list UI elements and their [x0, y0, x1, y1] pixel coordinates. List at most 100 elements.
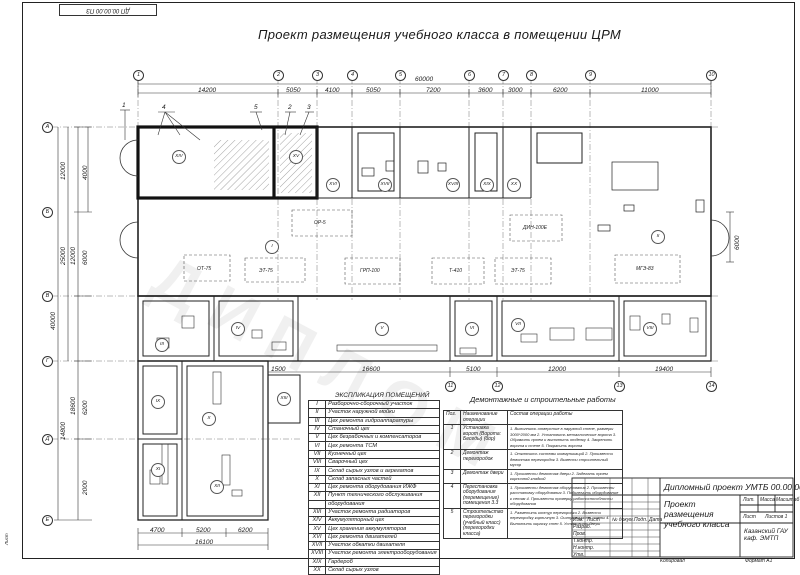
dim-left-9: 14800	[60, 421, 67, 440]
dim-left-8: 6200	[82, 400, 89, 415]
room-num-cell	[307, 499, 327, 509]
room-name-cell: Участок ремонта радиаторов	[325, 507, 440, 518]
col-lit: Лит.	[743, 497, 755, 503]
room-name-cell: Станочный цех	[325, 424, 440, 435]
room-viii: VIII	[643, 322, 657, 336]
row-tcontr: Т.контр.	[573, 538, 594, 544]
project-code: Дипломный проект УМТБ 00.00.00	[664, 482, 800, 492]
equip-tag-1: ОТ-75	[197, 266, 212, 272]
room-ix: IX	[151, 395, 165, 409]
row-list: Лист	[587, 517, 600, 523]
room-num-cell: IV	[307, 424, 327, 435]
callout-3: 3	[307, 104, 311, 111]
room-xix: XIX	[480, 178, 494, 192]
room-vii: VII	[511, 318, 525, 332]
room-name-cell: Цех ремонта двигателей	[325, 532, 440, 543]
room-name-cell: Гардероб	[325, 557, 440, 567]
room-num-cell: IX	[307, 466, 327, 476]
equip-tag-4: ЭТ-75	[511, 268, 525, 274]
col-scale: Масштаб	[776, 497, 800, 503]
axis-7: 7	[498, 70, 509, 81]
equip-tag-6: ГРП-100	[360, 268, 380, 274]
copied-label: Копировал	[660, 558, 685, 564]
rooms-table-title: ЭКСПЛИКАЦИЯ ПОМЕЩЕНИЙ	[335, 392, 430, 399]
axis-b: Б	[42, 207, 53, 218]
dim-left-1: 12000	[60, 161, 67, 180]
room-num-cell: VII	[307, 449, 327, 460]
row-ncontr: Н.контр.	[573, 545, 595, 551]
dim-mid-2: 5100	[466, 366, 481, 373]
drawing-name: Проект размещения учебного класса	[664, 499, 730, 529]
works-col-name: Наименование операции	[460, 410, 508, 425]
works-content-cell: 1. Произвести демонтаж оборудования 2. П…	[507, 482, 623, 509]
room-xiv: XIV	[172, 150, 186, 164]
room-name-cell: Цех ремонта ТСМ	[325, 441, 440, 451]
works-table-title: Демонтажные и строительные работы	[470, 395, 616, 404]
room-name-cell: Участок ремонта электрооборудования	[325, 549, 440, 559]
dim-bot-3: 6200	[238, 527, 253, 534]
room-ii: II	[651, 230, 665, 244]
room-num-cell: I	[307, 399, 327, 410]
axis-12: 12	[492, 381, 503, 392]
room-name-cell: Сварочный цех	[325, 458, 440, 468]
works-content-cell: 1. Произвести демонтаж двери 2. Заделать…	[507, 468, 623, 484]
dim-left-4: 12000	[70, 246, 77, 265]
room-xx: XX	[507, 178, 521, 192]
axis-13: 13	[614, 381, 625, 392]
works-name-cell: Строительство перегородки (учебный класс…	[460, 507, 508, 539]
room-name-cell: Разборочно-сборочный участок	[325, 399, 440, 410]
dim-left-6: 40000	[50, 311, 57, 330]
row-sign: Подп.	[634, 517, 648, 523]
callout-1: 1	[122, 102, 126, 109]
row-date: Дата	[649, 517, 663, 523]
room-num-cell: XIII	[307, 507, 327, 518]
dim-left-3: 6000	[82, 250, 89, 265]
room-num-cell: III	[307, 416, 327, 426]
axis-5: 5	[395, 70, 406, 81]
room-num-cell: XIX	[307, 557, 327, 567]
room-xvii: XVII	[378, 178, 392, 192]
room-num-cell: X	[307, 474, 327, 484]
room-name-cell: Цех безрабочных и компенсаторов	[325, 433, 440, 443]
room-xviii: XVIII	[446, 178, 460, 192]
dim-left-10: 2000	[82, 480, 89, 495]
org-name: Казанский ГАУ каф. ЭМТП	[744, 528, 788, 542]
sheets-label: Листов 1	[765, 514, 788, 520]
works-pos-cell: 3	[443, 468, 461, 484]
dim-top-4: 5050	[366, 87, 381, 94]
axis-10: 10	[706, 70, 717, 81]
dim-bot-1: 4700	[150, 527, 165, 534]
room-num-cell: XVI	[307, 532, 327, 543]
callout-2: 2	[288, 104, 292, 111]
dim-top-1: 14200	[198, 87, 217, 94]
room-num-cell: XVII	[307, 541, 327, 551]
works-col-pos: Поз.	[443, 410, 461, 425]
rooms-table-row: оборудования	[307, 499, 440, 509]
works-name-cell: Демонтаж двери	[460, 468, 508, 484]
axis-e: Е	[42, 515, 53, 526]
works-pos-cell: 2	[443, 449, 461, 470]
dim-mid-4: 19400	[655, 366, 674, 373]
room-num-cell: XII	[307, 491, 327, 501]
axis-g: Г	[42, 356, 53, 367]
row-check: Пров.	[573, 531, 587, 537]
room-xii: XII	[210, 480, 224, 494]
room-num-cell: XI	[307, 482, 327, 493]
works-name-cell: Установка ворот (Ворота: Беседы) (бор)	[460, 424, 508, 450]
works-content-cell: 1. Выполнить отверстие в наружной стене,…	[507, 424, 623, 450]
room-name-cell: Цех ремонта оборудования ИЖФ	[325, 482, 440, 493]
dim-top-5: 7200	[426, 87, 441, 94]
room-iii: III	[155, 338, 169, 352]
dim-left-5: 25000	[60, 246, 67, 265]
axis-9: 9	[585, 70, 596, 81]
dim-left-2: 4000	[82, 165, 89, 180]
